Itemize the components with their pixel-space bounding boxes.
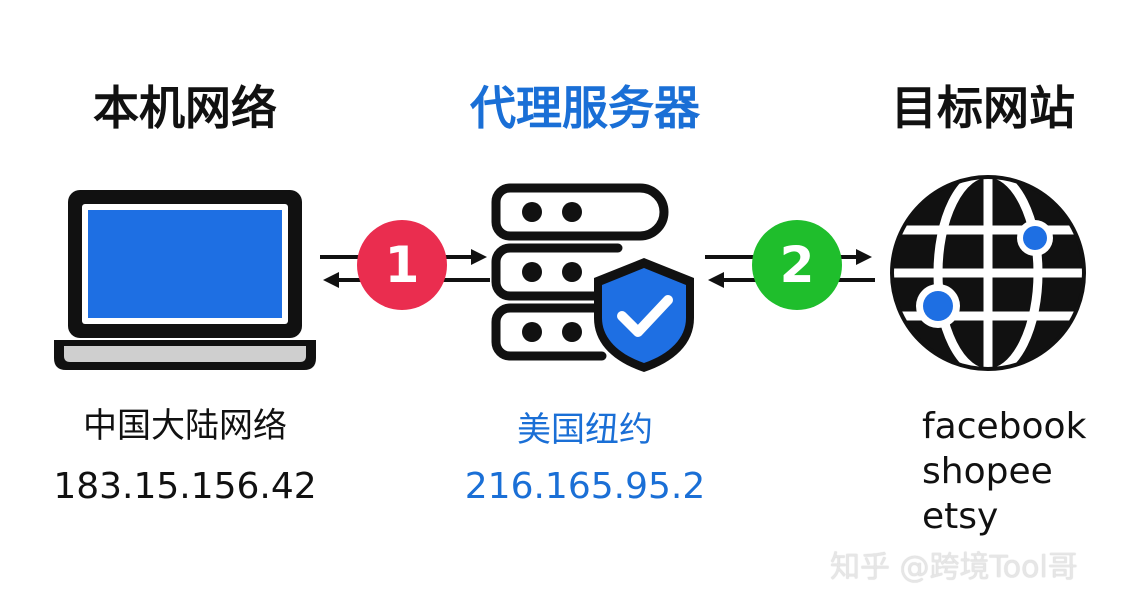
site-item: etsy: [922, 496, 999, 537]
proxy-location-label: 美国纽约: [517, 410, 653, 450]
target-site-list: facebook shopee etsy: [922, 404, 1086, 539]
server-shield-icon: [491, 183, 694, 372]
globe-icon: [890, 175, 1086, 371]
watermark-text: 知乎 @跨境Tool哥: [830, 550, 1078, 585]
step-2-badge: 2: [752, 220, 842, 310]
local-network-title: 本机网络: [93, 81, 277, 135]
laptop-icon: [54, 190, 316, 370]
target-website-title: 目标网站: [891, 81, 1075, 135]
site-item: facebook: [922, 406, 1087, 447]
site-item: shopee: [922, 451, 1053, 492]
step-1-badge: 1: [357, 220, 447, 310]
local-location-label: 中国大陆网络: [83, 406, 287, 446]
proxy-ip-label: 216.165.95.2: [464, 466, 706, 507]
local-ip-label: 183.15.156.42: [53, 466, 317, 507]
proxy-server-title: 代理服务器: [470, 81, 700, 135]
